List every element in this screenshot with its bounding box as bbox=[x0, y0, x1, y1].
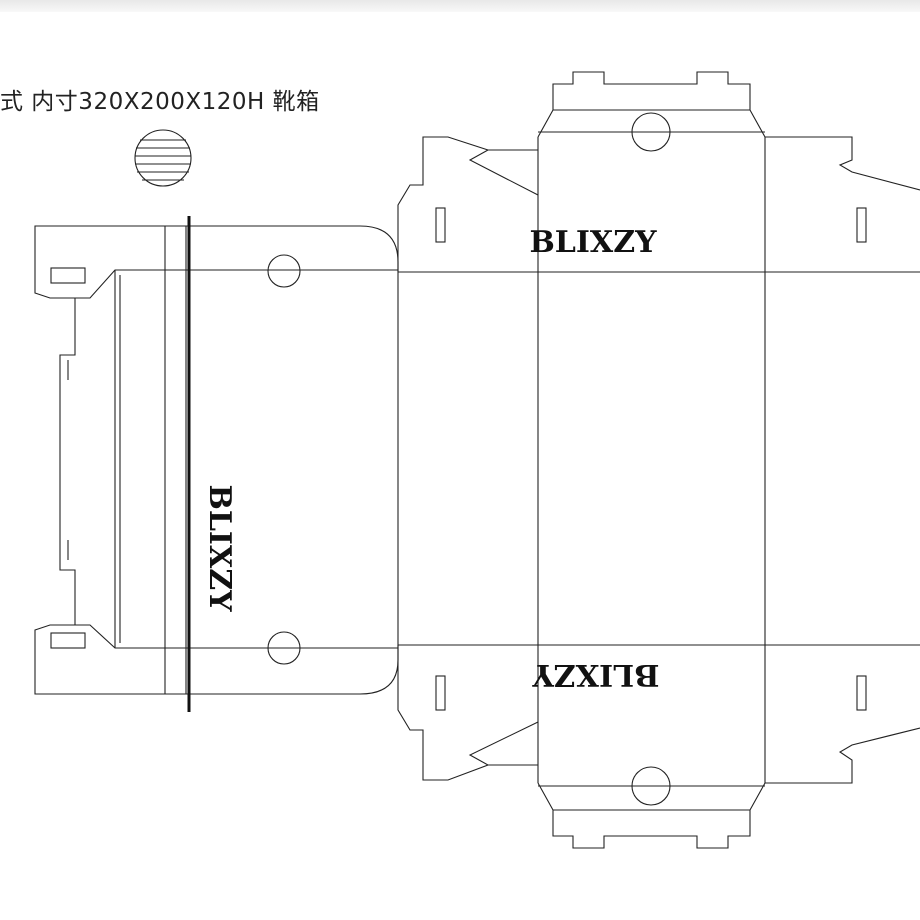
top-left-dust-flap bbox=[397, 136, 539, 272]
top-right-dust-flap bbox=[765, 136, 920, 243]
bottom-right-dust-flap bbox=[765, 675, 920, 784]
bottom-left-dust-flap bbox=[397, 645, 539, 781]
top-center-flap bbox=[537, 71, 766, 152]
brand-text-bottom: BLIXZY bbox=[532, 657, 660, 692]
spec-label: 式 内寸320X200X120H 靴箱 bbox=[0, 89, 320, 115]
brand-text-left: BLIXZY bbox=[202, 484, 237, 612]
top-shadow-bar bbox=[0, 0, 920, 12]
main-body bbox=[397, 137, 920, 783]
left-lid-panel bbox=[34, 225, 399, 695]
flute-symbol bbox=[134, 129, 192, 187]
brand-text-top: BLIXZY bbox=[529, 225, 657, 260]
bottom-center-flap bbox=[537, 766, 766, 849]
